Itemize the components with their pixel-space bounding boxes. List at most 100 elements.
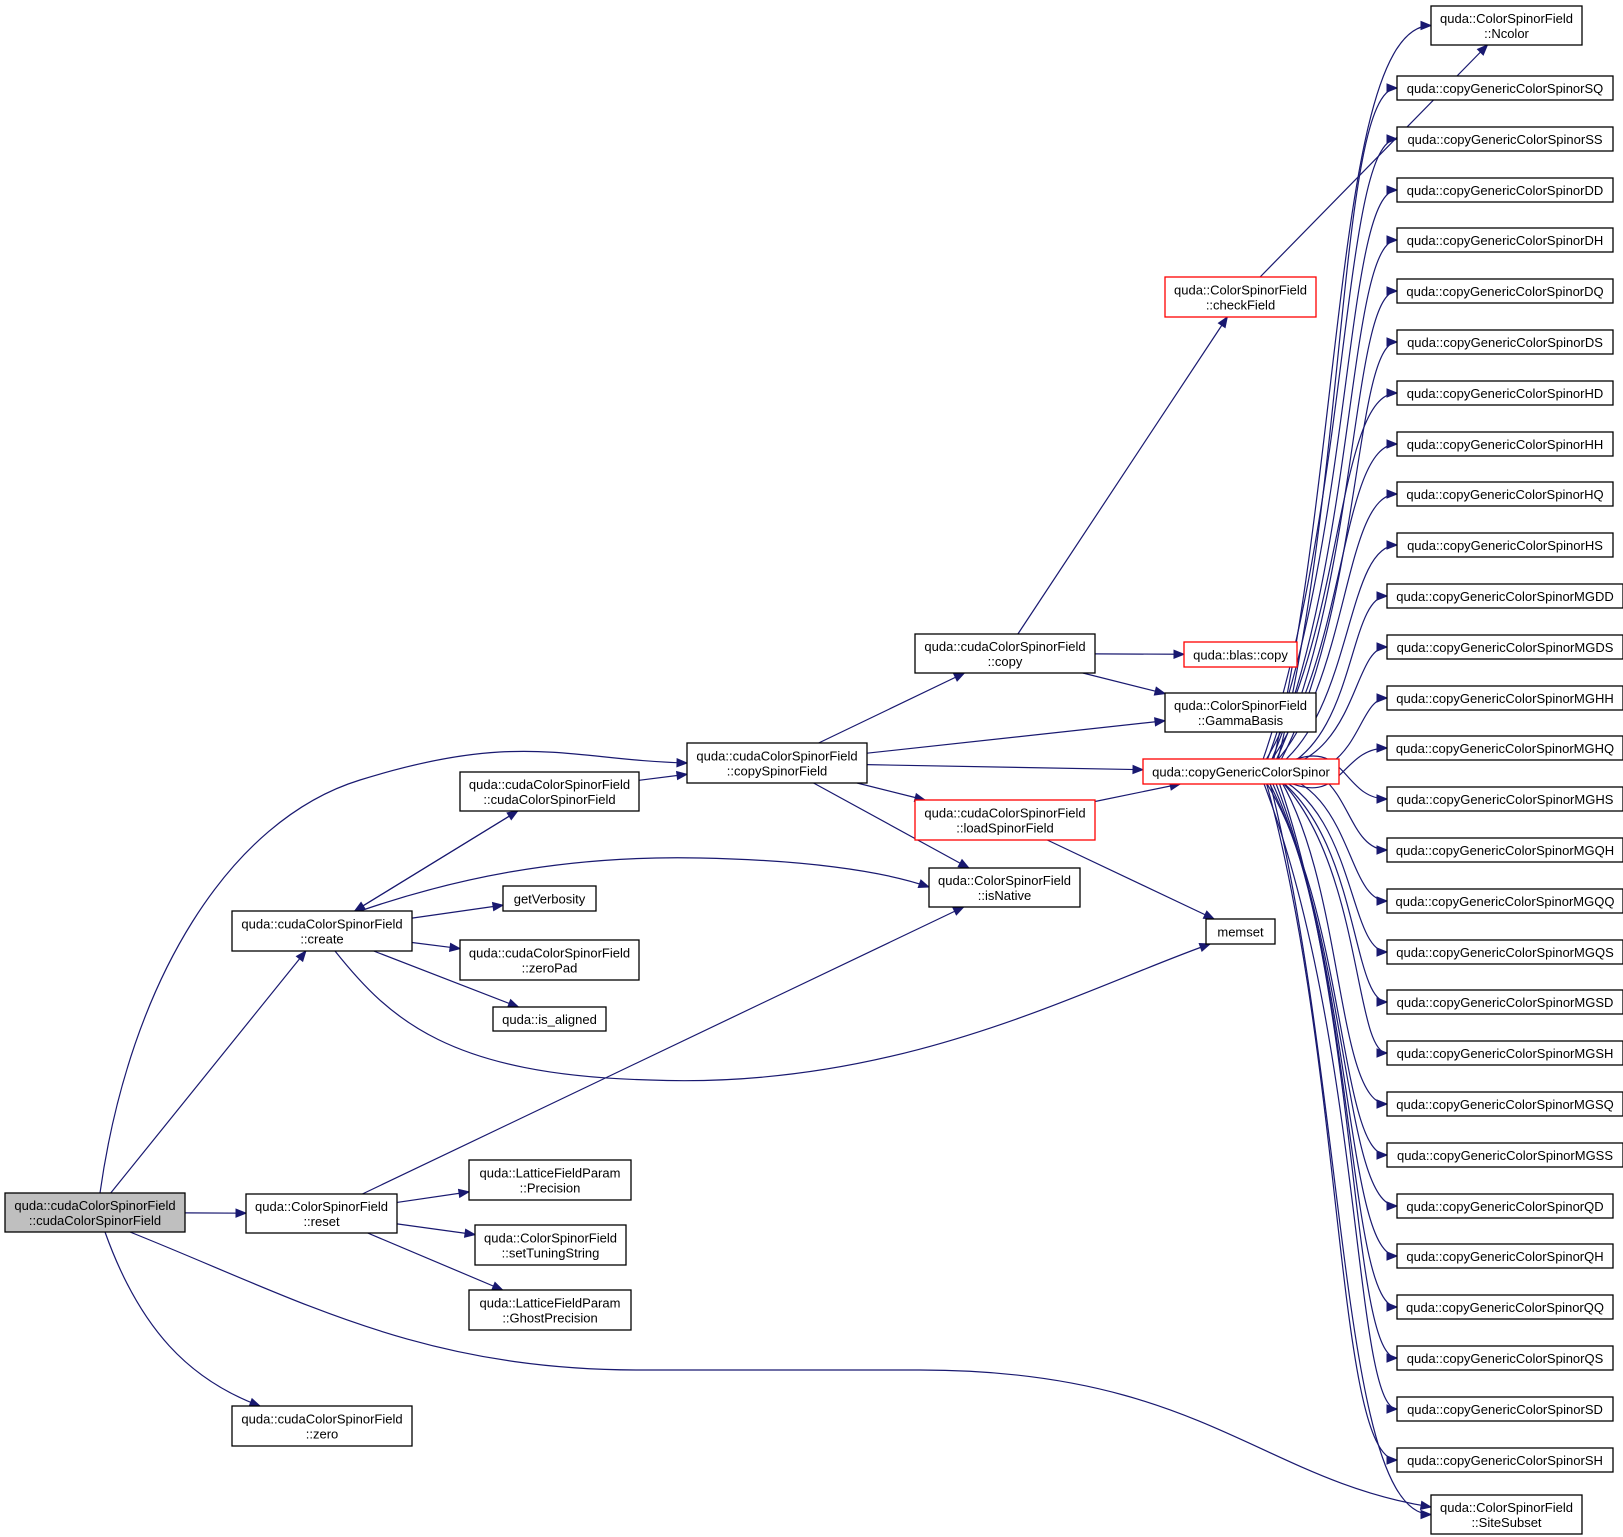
node-MGSS[interactable]: quda::copyGenericColorSpinorMGSS [1386, 1142, 1623, 1168]
edge-cgcs-to-MGQS [1262, 770, 1389, 957]
node-copy[interactable]: quda::cudaColorSpinorField::copy [914, 633, 1096, 674]
edge-cgcs-to-DD [1262, 185, 1399, 772]
node-DD[interactable]: quda::copyGenericColorSpinorDD [1396, 177, 1614, 203]
node-QH[interactable]: quda::copyGenericColorSpinorQH [1396, 1243, 1614, 1269]
edge-copy-to-gammaBasis [1082, 672, 1167, 696]
call-edges [99, 20, 1489, 1520]
node-label: quda::cudaColorSpinorField [924, 806, 1085, 821]
node-create[interactable]: quda::cudaColorSpinorField::create [231, 910, 413, 952]
node-DH[interactable]: quda::copyGenericColorSpinorDH [1396, 227, 1614, 253]
node-box [686, 742, 868, 784]
node-zeroPad[interactable]: quda::cudaColorSpinorField::zeroPad [459, 939, 640, 981]
node-HS[interactable]: quda::copyGenericColorSpinorHS [1396, 532, 1614, 558]
node-loadSpinor[interactable]: quda::cudaColorSpinorField::loadSpinorFi… [914, 799, 1096, 841]
node-label: quda::copyGenericColorSpinorMGSQ [1396, 1097, 1614, 1112]
node-box [231, 910, 413, 952]
node-MGHQ[interactable]: quda::copyGenericColorSpinorMGHQ [1386, 735, 1623, 761]
node-box [1386, 837, 1623, 863]
node-label: quda::ColorSpinorField [1174, 698, 1307, 713]
node-MGSQ[interactable]: quda::copyGenericColorSpinorMGSQ [1386, 1091, 1623, 1117]
node-box [1142, 758, 1340, 785]
node-box [502, 885, 597, 912]
node-MGSD[interactable]: quda::copyGenericColorSpinorMGSD [1386, 989, 1623, 1015]
edge-cgcs-to-MGSQ [1274, 770, 1389, 1109]
node-ghostPrec[interactable]: quda::LatticeFieldParam::GhostPrecision [468, 1289, 632, 1331]
edge-cgcs-to-DQ [1270, 286, 1399, 772]
node-box [1396, 1447, 1614, 1473]
node-label: quda::copyGenericColorSpinorQD [1406, 1199, 1603, 1214]
edge-root-to-siteSubset [129, 1231, 1433, 1511]
node-label: ::Ncolor [1484, 26, 1529, 41]
edge-reset-to-precision [396, 1188, 471, 1204]
node-label: quda::ColorSpinorField [1440, 1500, 1573, 1515]
node-box [1430, 5, 1583, 46]
node-SS[interactable]: quda::copyGenericColorSpinorSS [1396, 126, 1614, 152]
node-box [914, 633, 1096, 674]
node-checkField[interactable]: quda::ColorSpinorField::checkField [1164, 276, 1317, 318]
node-reset[interactable]: quda::ColorSpinorField::reset [245, 1193, 398, 1234]
node-box [1396, 75, 1614, 101]
edge-loadSpinor-to-cgcs [1094, 781, 1182, 803]
node-HH[interactable]: quda::copyGenericColorSpinorHH [1396, 431, 1614, 457]
node-box [1396, 227, 1614, 253]
node-DQ[interactable]: quda::copyGenericColorSpinorDQ [1396, 278, 1614, 304]
node-root[interactable]: quda::cudaColorSpinorField::cudaColorSpi… [4, 1192, 186, 1233]
node-isAligned[interactable]: quda::is_aligned [492, 1006, 607, 1032]
node-precision[interactable]: quda::LatticeFieldParam::Precision [468, 1159, 632, 1201]
edge-cgcs-to-DH [1266, 235, 1399, 772]
node-gammaBasis[interactable]: quda::ColorSpinorField::GammaBasis [1164, 692, 1317, 733]
node-box [1386, 735, 1623, 761]
node-cgcs[interactable]: quda::copyGenericColorSpinor [1142, 758, 1340, 785]
node-isNative[interactable]: quda::ColorSpinorField::isNative [928, 867, 1081, 908]
node-box [1396, 1345, 1614, 1371]
node-MGSH[interactable]: quda::copyGenericColorSpinorMGSH [1386, 1040, 1623, 1066]
node-QQ[interactable]: quda::copyGenericColorSpinorQQ [1396, 1294, 1614, 1320]
node-label: quda::ColorSpinorField [1440, 11, 1573, 26]
node-copySpinor[interactable]: quda::cudaColorSpinorField::copySpinorFi… [686, 742, 868, 784]
node-HD[interactable]: quda::copyGenericColorSpinorHD [1396, 380, 1614, 406]
node-zero[interactable]: quda::cudaColorSpinorField::zero [231, 1405, 413, 1447]
node-SH[interactable]: quda::copyGenericColorSpinorSH [1396, 1447, 1614, 1473]
node-ncolor[interactable]: quda::ColorSpinorField::Ncolor [1430, 5, 1583, 46]
node-HQ[interactable]: quda::copyGenericColorSpinorHQ [1396, 481, 1614, 507]
node-MGDD[interactable]: quda::copyGenericColorSpinorMGDD [1386, 583, 1623, 609]
node-siteSubset[interactable]: quda::ColorSpinorField::SiteSubset [1430, 1494, 1583, 1535]
node-MGQH[interactable]: quda::copyGenericColorSpinorMGQH [1386, 837, 1623, 863]
node-getVerbosity[interactable]: getVerbosity [502, 885, 597, 912]
node-memset[interactable]: memset [1205, 918, 1276, 945]
node-DS[interactable]: quda::copyGenericColorSpinorDS [1396, 329, 1614, 355]
node-MGQS[interactable]: quda::copyGenericColorSpinorMGQS [1386, 939, 1623, 965]
node-label: ::Precision [520, 1181, 581, 1196]
edge-cgcs-to-QQ [1270, 770, 1399, 1312]
edge-cgcs-to-MGSH [1270, 770, 1389, 1058]
edge-cudaCtor2-to-copySpinor [638, 770, 689, 781]
node-box [1396, 126, 1614, 152]
node-label: quda::ColorSpinorField [484, 1231, 617, 1246]
node-label: quda::copyGenericColorSpinorDS [1407, 335, 1603, 350]
node-label: memset [1217, 925, 1264, 940]
node-label: quda::copyGenericColorSpinorMGQH [1396, 843, 1614, 858]
node-SQ[interactable]: quda::copyGenericColorSpinorSQ [1396, 75, 1614, 101]
edge-cudaCtor2-to-create [353, 810, 519, 912]
node-MGHS[interactable]: quda::copyGenericColorSpinorMGHS [1386, 786, 1623, 812]
node-SD[interactable]: quda::copyGenericColorSpinorSD [1396, 1396, 1614, 1422]
node-blasCopy[interactable]: quda::blas::copy [1183, 641, 1298, 668]
node-QS[interactable]: quda::copyGenericColorSpinorQS [1396, 1345, 1614, 1371]
node-QD[interactable]: quda::copyGenericColorSpinorQD [1396, 1193, 1614, 1219]
node-setTuning[interactable]: quda::ColorSpinorField::setTuningString [474, 1224, 627, 1266]
edge-copy-to-blasCopy [1094, 649, 1186, 659]
node-MGHH[interactable]: quda::copyGenericColorSpinorMGHH [1386, 685, 1623, 711]
node-box [4, 1192, 186, 1233]
node-cudaCtor2[interactable]: quda::cudaColorSpinorField::cudaColorSpi… [459, 771, 640, 812]
node-box [1386, 1040, 1623, 1066]
node-label: quda::copyGenericColorSpinorHD [1407, 386, 1604, 401]
node-label: quda::is_aligned [502, 1012, 597, 1027]
node-MGQQ[interactable]: quda::copyGenericColorSpinorMGQQ [1386, 888, 1623, 914]
node-box [468, 1159, 632, 1201]
edge-copySpinor-to-copy [818, 672, 966, 744]
node-MGDS[interactable]: quda::copyGenericColorSpinorMGDS [1386, 634, 1623, 660]
node-box [1396, 329, 1614, 355]
node-box [1396, 1294, 1614, 1320]
node-box [1183, 641, 1298, 668]
node-label: ::copy [988, 654, 1023, 669]
